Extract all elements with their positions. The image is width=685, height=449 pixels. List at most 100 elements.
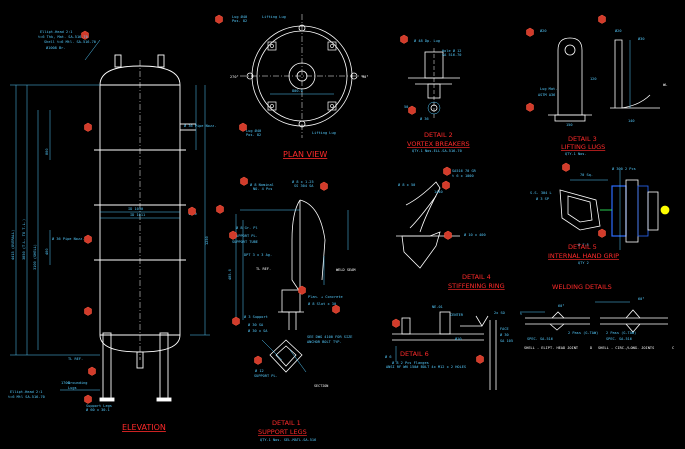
wl-label: WL	[663, 83, 667, 87]
svg-text:FACE: FACE	[500, 327, 509, 331]
detail-6-balloon	[392, 318, 400, 328]
svg-text:SEE DWG 4100 FOR SIZE: SEE DWG 4100 FOR SIZE	[307, 335, 352, 339]
svg-text:ANSI RF WN 150# BOLT 4x M12 x: ANSI RF WN 150# BOLT 4x M12 x 2 HOLES	[386, 365, 466, 369]
detail-4-balloon	[443, 166, 451, 176]
svg-text:Pos. 82: Pos. 82	[232, 19, 247, 23]
detail-1-title: DETAIL 1	[272, 419, 301, 427]
welding-details	[520, 301, 668, 333]
svg-text:Ø 10 x 400: Ø 10 x 400	[464, 232, 486, 237]
detail-4-balloon	[442, 180, 450, 190]
weld-seam-label: WELD SEAM	[336, 268, 356, 272]
plan-view-text: Lug Ø40 Pos. 82 Lifting Lug 800.0 Lug Ø4…	[232, 14, 336, 137]
detail-5-title: DETAIL 5	[568, 243, 597, 251]
welding-text: 60° 60° t 2 Pass (G-TAW) 2 Pass (G-TAW) …	[520, 297, 645, 341]
elevation-dimension-text: 4415 (OVERALL) 3850 (T.L. TO T.L.) 3100 …	[11, 149, 209, 386]
svg-text:1700: 1700	[61, 381, 70, 385]
svg-text:60°: 60°	[638, 297, 645, 301]
detail-3-balloon	[526, 102, 534, 112]
svg-text:Plan. + Concrete: Plan. + Concrete	[308, 295, 343, 299]
detail-2-title: DETAIL 2	[424, 131, 453, 139]
angle-270-label: 270°	[230, 75, 239, 79]
svg-text:SPEC. SA-516: SPEC. SA-516	[606, 337, 632, 341]
svg-text:Lug Ø40: Lug Ø40	[246, 128, 261, 133]
svg-text:Shell t=6 Mtl. SA-516-70: Shell t=6 Mtl. SA-516-70	[44, 40, 96, 44]
svg-text:2x SO: 2x SO	[494, 311, 505, 315]
svg-text:800: 800	[45, 149, 49, 156]
svg-text:Ø10: Ø10	[455, 336, 462, 341]
svg-text:NE-01: NE-01	[432, 305, 443, 309]
detail-3-balloon	[526, 27, 534, 37]
svg-text:SS 304 SA: SS 304 SA	[294, 184, 314, 188]
svg-text:Ellipt.Head 2:1: Ellipt.Head 2:1	[40, 30, 72, 34]
svg-text:Ø 6: Ø 6	[385, 354, 392, 359]
svg-text:Lifting Lug: Lifting Lug	[312, 131, 336, 135]
svg-text:120: 120	[590, 77, 597, 81]
svg-text:Ø 300 2 Pcs: Ø 300 2 Pcs	[612, 166, 636, 171]
svg-text:485.0: 485.0	[228, 269, 232, 280]
svg-text:SUPPORT PL.: SUPPORT PL.	[254, 374, 278, 378]
svg-text:t 6 x 1000: t 6 x 1000	[452, 174, 474, 178]
detail-6-title: DETAIL 6	[400, 350, 429, 358]
plan-balloon	[239, 122, 247, 132]
welding-note-1: SHELL - ELIPT. HEAD JOINT	[524, 346, 579, 350]
detail-3-balloon	[598, 14, 606, 24]
section-mark: SECTION	[314, 384, 328, 388]
svg-text:ANCHOR BOLT TYP.: ANCHOR BOLT TYP.	[307, 340, 342, 344]
svg-text:SA516 70 GR: SA516 70 GR	[452, 169, 477, 173]
plan-view-title: PLAN VIEW	[283, 150, 327, 159]
svg-text:Ø 8 Gr. Pl: Ø 8 Gr. Pl	[236, 225, 258, 230]
detail-4-title: DETAIL 4	[462, 273, 491, 281]
detail-4-balloon	[444, 230, 452, 240]
svg-text:4415 (OVERALL): 4415 (OVERALL)	[11, 230, 15, 260]
svg-text:1440: 1440	[434, 190, 443, 194]
detail-4-text: Ø 8 x 50 SA516 70 GR t 6 x 1000 1440 Ø 1…	[398, 169, 486, 237]
svg-text:2 Pass (G-TAW): 2 Pass (G-TAW)	[606, 331, 636, 335]
detail-2-balloon	[408, 105, 416, 115]
svg-text:Ø20: Ø20	[540, 28, 547, 33]
svg-text:3850 (T.L. TO T.L.): 3850 (T.L. TO T.L.)	[22, 219, 26, 260]
elevation-dimensions	[10, 39, 210, 391]
svg-text:Hole Ø 12: Hole Ø 12	[442, 48, 461, 53]
detail-2-text: Ø 48 Dp. Lug Hole Ø 12 SA 516-70 50 Ø 36	[404, 38, 461, 121]
svg-text:SPEC. SA-516: SPEC. SA-516	[527, 337, 553, 341]
plan-view	[240, 14, 364, 138]
svg-text:60°: 60°	[558, 304, 565, 308]
svg-text:CENTER: CENTER	[450, 313, 464, 317]
detail-2-balloon	[400, 34, 408, 44]
tl-ref-mid-label: TL REF.	[256, 267, 271, 271]
detail-6-text: NE-01 CENTER Ø10 2x SO FACE Ø 30 SA 105 …	[385, 305, 513, 369]
svg-text:ASTM A36: ASTM A36	[538, 93, 555, 97]
detail-4-stiffening-ring	[396, 181, 460, 269]
welding-tag-d: D	[590, 346, 592, 350]
svg-text:ID 1030: ID 1030	[128, 207, 143, 211]
svg-text:3100 (SHELL): 3100 (SHELL)	[33, 244, 37, 270]
detail-1-support-legs	[235, 199, 349, 373]
detail-2-vortex-breakers	[408, 48, 460, 118]
detail-5-balloon	[562, 162, 570, 172]
detail-1-note: QTY.1 Nos. SEL.MATL.SA-516	[260, 438, 316, 442]
detail-2-note: QTY.1 Nos.ELL.SA-516-70	[412, 149, 462, 153]
svg-text:Ø 60 x 30.1: Ø 60 x 30.1	[86, 407, 110, 412]
svg-text:140: 140	[628, 119, 635, 123]
plan-balloon	[215, 14, 223, 24]
svg-text:150: 150	[566, 123, 573, 127]
svg-text:Ø 48 Dp. Lug: Ø 48 Dp. Lug	[414, 38, 440, 43]
detail-5-subtitle: INTERNAL HAND GRIP	[548, 252, 619, 260]
svg-text:50: 50	[404, 105, 408, 109]
detail-5-text: 70 Sq. S.S. 304 L Ø 3 SP Ø 7.5 Ø 300 2 P…	[530, 166, 636, 247]
svg-text:Ø 8 x 50: Ø 8 x 50	[398, 182, 415, 187]
svg-text:Lug Mat.: Lug Mat.	[540, 87, 557, 91]
tl-ref-label: TL REF.	[68, 357, 83, 361]
svg-text:Ø 30: Ø 30	[500, 332, 509, 337]
svg-text:SA 105: SA 105	[500, 339, 513, 343]
detail-3-title: DETAIL 3	[568, 135, 597, 143]
detail-3-text: Ø20 Ø20 Ø30 Lug Mat. ASTM A36 150 140 12…	[538, 28, 645, 127]
svg-text:t: t	[520, 312, 522, 316]
svg-text:Ø 36 Pipe Nozz.: Ø 36 Pipe Nozz.	[52, 236, 84, 241]
svg-text:Ø 8 Nominal: Ø 8 Nominal	[250, 182, 274, 187]
welding-note-2: SHELL - CIRC./LONG. JOINTS	[598, 346, 654, 350]
svg-text:S.S. 304 L: S.S. 304 L	[530, 191, 552, 195]
svg-text:ID 1011: ID 1011	[130, 213, 145, 217]
